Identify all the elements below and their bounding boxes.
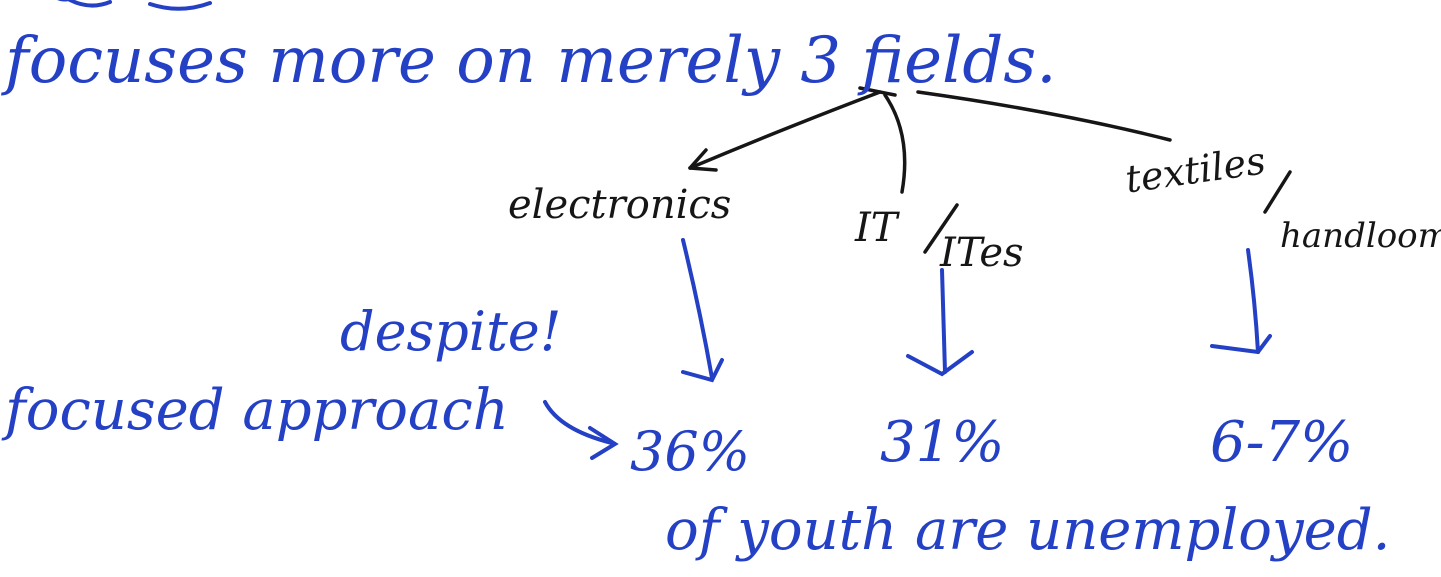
cropped-previous-line: s bbox=[55, 0, 81, 13]
conclusion-line: of youth are unemployed. bbox=[665, 498, 1391, 563]
label-electronics: electronics bbox=[508, 182, 732, 228]
percent-electronics: 36% bbox=[630, 420, 751, 483]
arrow-textiles bbox=[1246, 248, 1260, 354]
percent-ites: 31% bbox=[880, 410, 1005, 475]
heading-line: focuses more on merely 3 fields. bbox=[5, 24, 1057, 98]
slash-it-ites bbox=[923, 203, 959, 254]
label-ites: ITes bbox=[940, 230, 1024, 276]
branch-to-it bbox=[883, 93, 907, 194]
label-handloom: handloom bbox=[1280, 216, 1441, 256]
focused-approach-note: focused approach bbox=[5, 378, 509, 443]
branch-to-textiles bbox=[916, 90, 1172, 142]
percent-textiles: 6-7% bbox=[1210, 410, 1354, 475]
down-arrows bbox=[543, 238, 1272, 460]
label-it: IT bbox=[855, 205, 898, 251]
tree-branches bbox=[688, 86, 1292, 254]
despite-note: despite! bbox=[340, 300, 562, 363]
slash-textiles-handloom bbox=[1263, 170, 1292, 214]
arrow-ites bbox=[940, 268, 947, 374]
arrow-approach bbox=[543, 400, 614, 445]
branch-to-electronics bbox=[688, 90, 882, 170]
arrow-electronics bbox=[681, 238, 714, 380]
